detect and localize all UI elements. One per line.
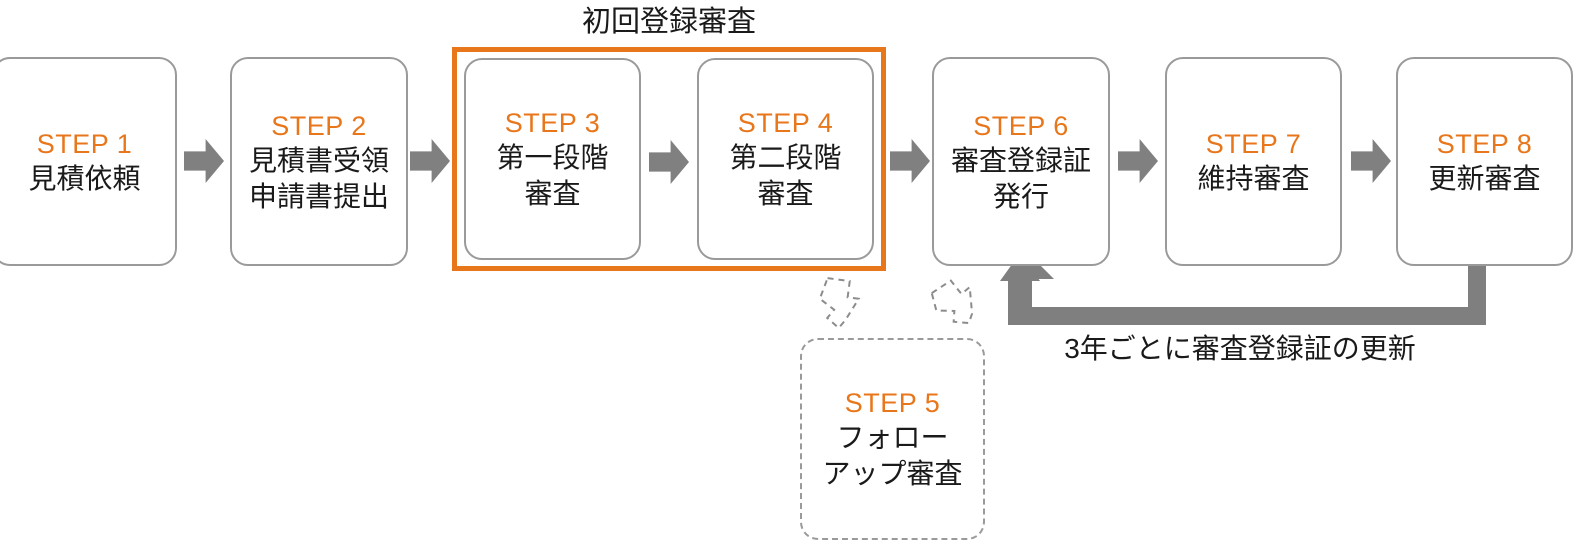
renewal-loop-caption: 3年ごとに審査登録証の更新 <box>1064 333 1416 364</box>
renewal-loop-arrow <box>1000 255 1486 325</box>
step4-line-1: 第二段階 <box>729 142 842 173</box>
step3-label: STEP 3 <box>504 108 601 138</box>
step1-line-1: 見積依頼 <box>28 162 141 194</box>
step5-line-1: フォロー <box>836 422 949 453</box>
step2-line-1: 見積書受領 <box>248 144 389 176</box>
step-box-step1[interactable]: STEP 1 見積依頼 <box>0 57 177 266</box>
arrow-step7-to-step8 <box>1351 139 1391 183</box>
step-box-step4[interactable]: STEP 4 第二段階 審査 <box>697 58 874 260</box>
step6-line-2: 発行 <box>992 180 1049 212</box>
step1-label: STEP 1 <box>36 128 133 159</box>
step3-line-2: 審査 <box>524 178 581 209</box>
step-box-step5[interactable]: STEP 5 フォロー アップ審査 <box>800 338 985 540</box>
arrow-step2-to-step3 <box>410 139 450 183</box>
arrow-step1-to-step2 <box>184 139 224 183</box>
step-box-step7[interactable]: STEP 7 維持審査 <box>1165 57 1342 266</box>
step2-label: STEP 2 <box>271 110 367 141</box>
arrow-into-step5-icon <box>818 277 861 330</box>
step5-label: STEP 5 <box>844 388 941 418</box>
step8-label: STEP 8 <box>1436 128 1533 159</box>
arrow-out-of-step5-icon <box>930 279 974 325</box>
step6-line-1: 審査登録証 <box>950 144 1091 176</box>
step8-line-1: 更新審査 <box>1428 162 1541 194</box>
step4-label: STEP 4 <box>737 108 834 138</box>
arrow-step4-to-step6 <box>890 139 930 183</box>
step5-line-2: アップ審査 <box>822 458 963 489</box>
step4-line-2: 審査 <box>757 178 814 209</box>
step3-line-1: 第一段階 <box>496 142 609 173</box>
step6-label: STEP 6 <box>973 110 1069 141</box>
step7-label: STEP 7 <box>1205 128 1302 159</box>
step-box-step6[interactable]: STEP 6 審査登録証 発行 <box>932 57 1110 266</box>
step2-line-2: 申請書提出 <box>248 180 389 212</box>
step-box-step8[interactable]: STEP 8 更新審査 <box>1396 57 1573 266</box>
arrow-step6-to-step7 <box>1118 139 1158 183</box>
step7-line-1: 維持審査 <box>1197 162 1310 194</box>
step-box-step2[interactable]: STEP 2 見積書受領 申請書提出 <box>230 57 408 266</box>
step-box-step3[interactable]: STEP 3 第一段階 審査 <box>464 58 641 260</box>
initial-registration-audit-caption: 初回登録審査 <box>581 6 756 38</box>
